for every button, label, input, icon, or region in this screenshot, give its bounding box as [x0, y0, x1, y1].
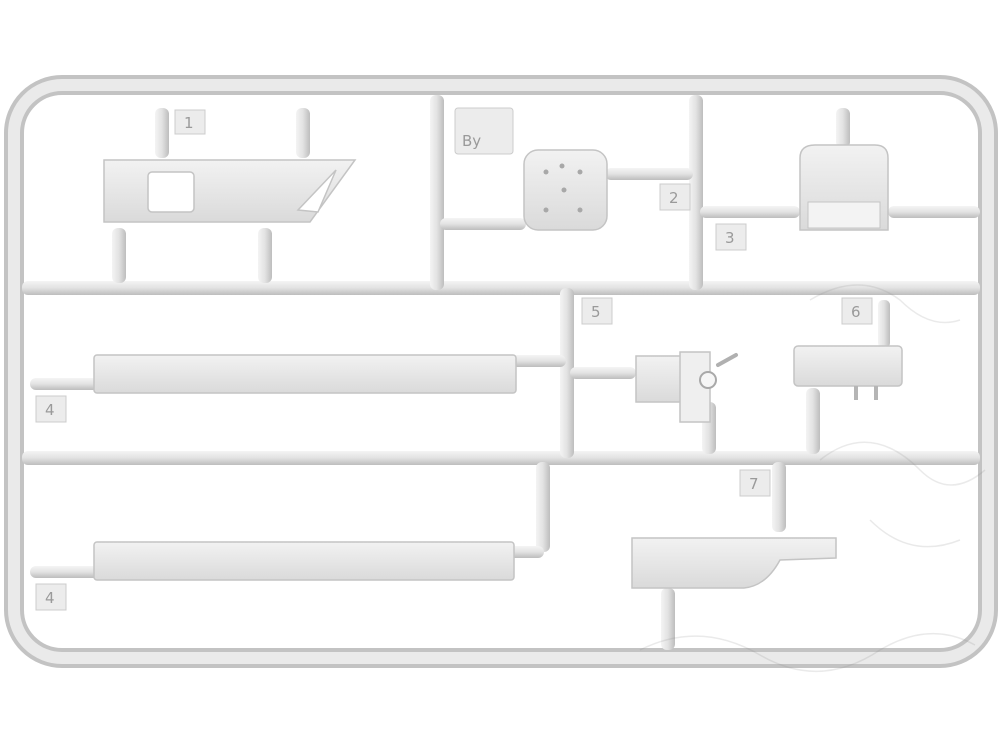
- svg-text:1: 1: [184, 114, 194, 132]
- part-number-tabs: 1 2 3 4 4 5 6 7: [35, 109, 873, 611]
- svg-text:3: 3: [725, 229, 735, 247]
- part-3: [700, 108, 980, 231]
- part-1: [103, 108, 357, 283]
- part-6: [793, 300, 903, 454]
- svg-text:7: 7: [749, 475, 759, 493]
- part-4-lower: [30, 462, 550, 581]
- watermark-sketch: [639, 284, 986, 672]
- label-tab-7: 7: [739, 469, 771, 497]
- label-tab-3: 3: [715, 223, 747, 251]
- part-7: [631, 462, 837, 650]
- label-tab-5: 5: [581, 297, 613, 325]
- label-tab-4a: 4: [35, 395, 67, 423]
- label-tab-6: 6: [841, 297, 873, 325]
- svg-text:4: 4: [45, 589, 55, 607]
- part-5: [570, 351, 738, 454]
- sprue-letter-tab: By: [454, 107, 514, 155]
- part-2: [440, 149, 693, 231]
- svg-text:5: 5: [591, 303, 601, 321]
- part-4-upper: [30, 354, 566, 394]
- svg-text:4: 4: [45, 401, 55, 419]
- sprue-letter: By: [462, 132, 481, 150]
- label-tab-1: 1: [174, 109, 206, 135]
- svg-text:2: 2: [669, 189, 679, 207]
- svg-text:6: 6: [851, 303, 861, 321]
- label-tab-2: 2: [659, 183, 691, 211]
- label-tab-4b: 4: [35, 583, 67, 611]
- sprue-frame: [4, 75, 998, 668]
- sprue-runners: [22, 95, 980, 465]
